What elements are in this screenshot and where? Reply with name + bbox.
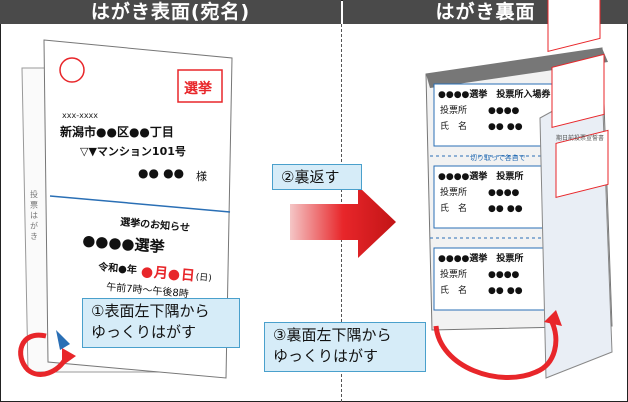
recipient-name: ●● ●●	[138, 166, 184, 180]
callout-step1-line2: ゆっくりはがす	[91, 323, 197, 341]
date-day: 日	[180, 267, 195, 284]
ticket-3-name-label: 氏 名	[440, 284, 467, 296]
back-peel-arrow	[433, 320, 559, 380]
ticket-2-name-label: 氏 名	[440, 202, 467, 214]
front-card	[43, 39, 233, 379]
ticket-1-name-value: ●● ●●	[488, 122, 523, 132]
ticket-2-place-label: 投票所	[440, 186, 467, 198]
stamp-text: 選挙	[184, 80, 213, 97]
back-card-top-edge	[426, 48, 608, 88]
callout-step1: ①表面左下隅から ゆっくりはがす	[82, 298, 240, 348]
blue-divider	[49, 195, 231, 213]
front-side-text: 投 票 は が き	[30, 189, 39, 240]
ticket-1-place-label: 投票所	[440, 104, 467, 116]
ticket-3-name-value: ●● ●●	[488, 286, 523, 296]
postal-code: xxx-xxxx	[62, 111, 98, 120]
front-corner-marker	[56, 330, 70, 350]
flap-form-3	[555, 129, 609, 198]
flap-label: 期日前投票宣誓書	[556, 134, 604, 142]
ticket-3-place-value: ●●●●	[488, 270, 520, 280]
address-line2: ▽▼マンション101号	[80, 145, 186, 158]
ticket-1-name-label: 氏 名	[440, 120, 467, 132]
ticket-1-place-value: ●●●●	[488, 106, 520, 116]
date-prefix: 令和●年	[97, 260, 138, 276]
cut-text-1: 切り取って各自で	[470, 153, 526, 162]
callout-step2: ②裏返す	[272, 164, 362, 190]
flap-forms	[547, 0, 609, 198]
callout-step1-line1: ①表面左下隅から	[91, 302, 210, 320]
stamp-box	[177, 69, 223, 103]
flip-arrow	[290, 186, 396, 258]
election-date: 令和●年 ● 月 ● 日 (日)	[97, 260, 212, 284]
date-suffix: (日)	[195, 272, 212, 284]
ticket-3-place-label: 投票所	[440, 268, 467, 280]
front-peel-arrow	[18, 332, 69, 377]
ticket-2-title: ●●●●選挙 投票所	[438, 170, 523, 182]
flap-form-1	[547, 0, 601, 52]
callout-step3-line2: ゆっくりはがす	[273, 347, 379, 365]
callout-step3: ③裏面左下隅から ゆっくりはがす	[264, 322, 426, 372]
date-day-num: ●	[167, 266, 181, 283]
date-month: 月	[152, 265, 168, 282]
front-header: はがき表面(宛名)	[0, 0, 341, 24]
flap-form-2	[551, 53, 605, 128]
folded-flap	[539, 83, 613, 379]
date-month-num: ●	[140, 264, 154, 281]
ticket-1-title: ●●●●選挙 投票所入場券	[438, 88, 551, 100]
ticket-2-name-value: ●● ●●	[488, 204, 523, 214]
callout-step3-line1: ③裏面左下隅から	[273, 326, 392, 344]
front-peel-arrowhead	[62, 348, 76, 366]
ticket-3-title: ●●●●選挙 投票所	[438, 252, 523, 264]
back-peel-arrowhead	[544, 310, 562, 326]
address-line1: 新潟市●●区●●丁目	[60, 124, 174, 139]
ticket-2-place-value: ●●●●	[488, 188, 520, 198]
recipient-sama: 様	[196, 169, 207, 183]
postmark-circle	[59, 57, 85, 83]
